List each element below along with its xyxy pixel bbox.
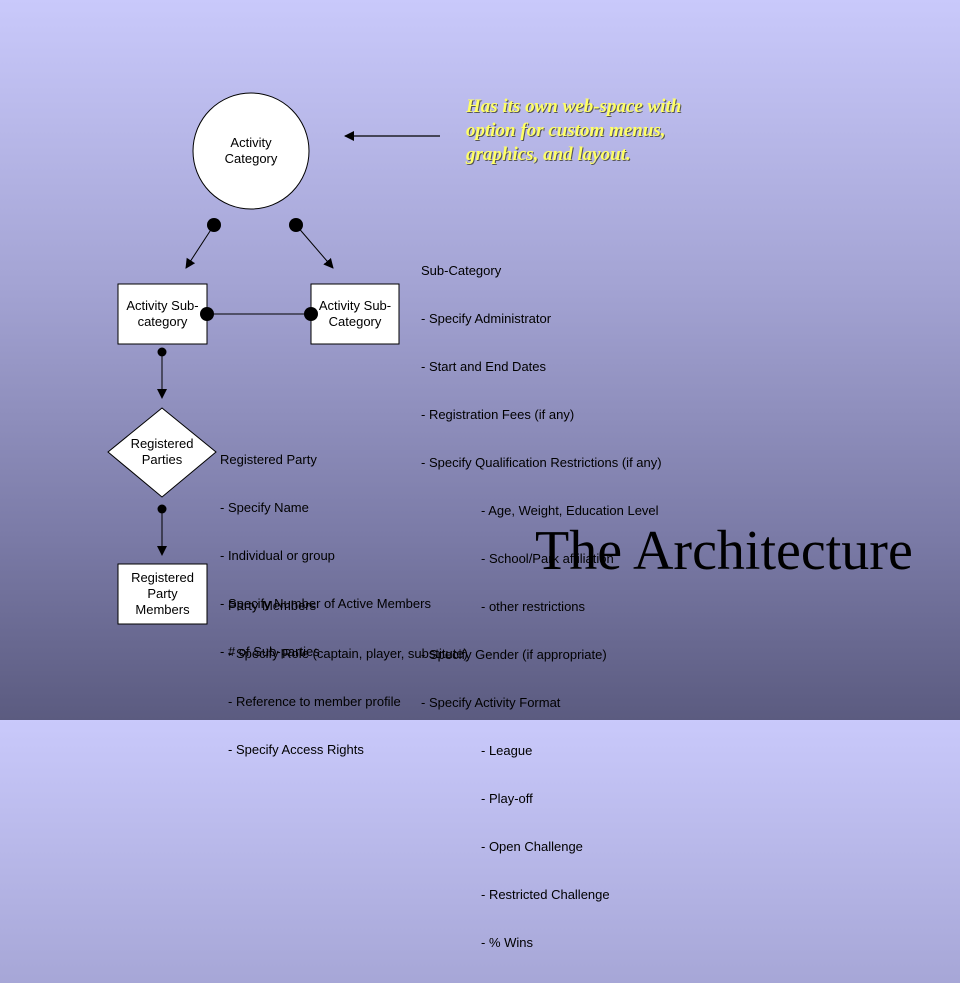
- note-line: - Specify Name: [220, 500, 309, 515]
- registered-party-note: Registered Party - Specify Name - Indivi…: [220, 420, 431, 692]
- slide: Activity Category Activity Sub-category …: [107, 92, 913, 950]
- note-line: - Specify Qualification Restrictions (if…: [421, 455, 662, 470]
- activity-category-node: [192, 92, 310, 210]
- party-members-label: Registered Party Members: [131, 570, 194, 617]
- callout-text: Has its own web-space with option for cu…: [466, 95, 766, 167]
- registered-parties-node: [107, 407, 217, 498]
- callout-line: graphics, and layout.: [466, 144, 631, 165]
- note-line: - % Wins: [481, 935, 533, 950]
- note-line: - Reference to member profile: [228, 694, 401, 709]
- note-line: - School/Park affiliation: [481, 551, 614, 566]
- connector-dot: [304, 307, 318, 321]
- arrow-to-sub-left: [185, 224, 215, 269]
- note-line: - Open Challenge: [481, 839, 583, 854]
- note-line: - Start and End Dates: [421, 359, 547, 374]
- sub-category-right-label: Activity Sub-Category: [318, 298, 392, 329]
- note-line: - Age, Weight, Education Level: [481, 503, 659, 518]
- note-line: - Specify Gender (if appropriate): [421, 647, 607, 662]
- sub-category-left-node: [117, 283, 208, 345]
- note-heading: Party Members: [228, 598, 317, 613]
- note-line: - Specify Access Rights: [228, 742, 364, 757]
- sub-category-right-node: [310, 283, 400, 345]
- sub-category-left-label: Activity Sub-category: [126, 298, 199, 329]
- callout-line: Has its own web-space with: [466, 96, 682, 117]
- note-heading: Sub-Category: [421, 263, 502, 278]
- note-line: - Play-off: [481, 791, 533, 806]
- party-members-note: Party Members - Specify Role (captain, p…: [228, 566, 468, 790]
- callout-line: option for custom menus,: [466, 120, 666, 141]
- registered-parties-label: Registered Parties: [130, 436, 194, 467]
- note-line: - Specify Number of Active Members: [220, 596, 431, 611]
- note-line: - Specify Role (captain, player, substit…: [228, 646, 468, 661]
- note-heading: Registered Party: [220, 452, 317, 467]
- arrow-to-sub-right: [295, 224, 334, 269]
- connector-dot: [200, 307, 214, 321]
- note-line: - other restrictions: [481, 599, 586, 614]
- note-line: - Specify Activity Format: [421, 695, 561, 710]
- activity-category-label: Activity Category: [224, 135, 278, 166]
- connectors: [107, 92, 440, 625]
- note-line: - Specify Administrator: [421, 311, 552, 326]
- slide-title: The Architecture: [535, 520, 913, 582]
- party-members-node: [117, 563, 208, 625]
- note-line: - # of Sub-parties: [220, 644, 320, 659]
- note-line: - Individual or group: [220, 548, 335, 563]
- note-line: - Restricted Challenge: [481, 887, 610, 902]
- note-line: - Registration Fees (if any): [421, 407, 575, 422]
